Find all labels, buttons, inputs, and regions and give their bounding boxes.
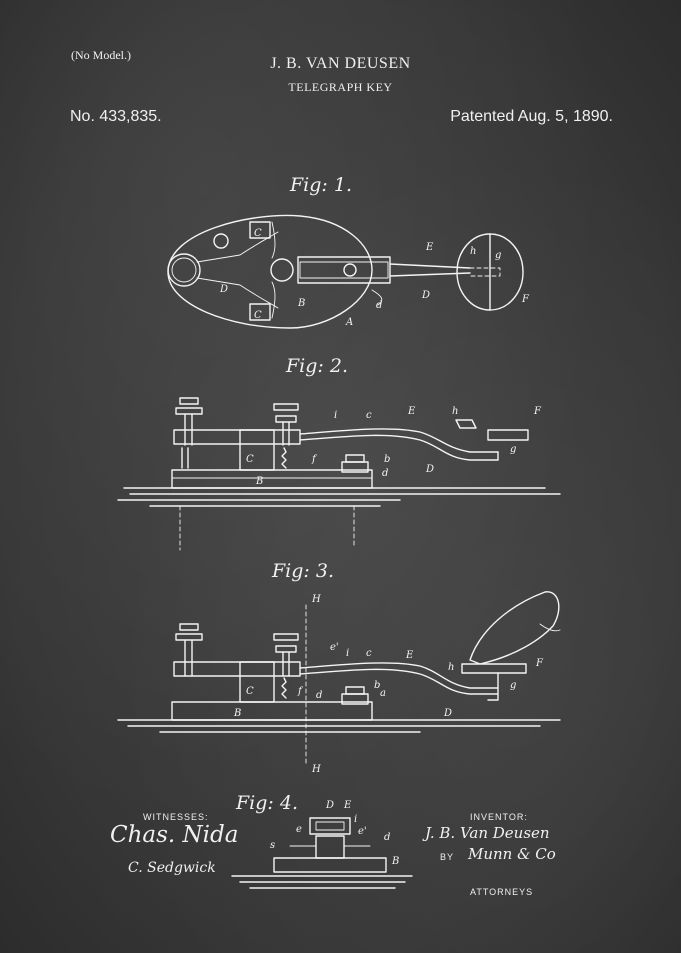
svg-text:h: h: [470, 246, 476, 257]
svg-text:F: F: [533, 406, 542, 417]
svg-text:E: E: [343, 800, 352, 811]
svg-text:h: h: [448, 662, 454, 673]
svg-text:b: b: [384, 454, 390, 465]
svg-text:c: c: [366, 648, 372, 659]
svg-text:F: F: [521, 294, 530, 305]
svg-text:i: i: [334, 410, 337, 421]
attorneys-label: ATTORNEYS: [470, 887, 534, 897]
invention-title: TELEGRAPH KEY: [288, 80, 393, 94]
svg-text:d: d: [316, 690, 322, 701]
svg-text:e': e': [330, 642, 339, 653]
svg-text:E: E: [405, 650, 414, 661]
witness-signature-2: C. Sedgwick: [128, 860, 216, 876]
svg-text:D: D: [425, 464, 434, 475]
witnesses-label: WITNESSES:: [143, 812, 209, 822]
svg-text:H: H: [311, 764, 321, 775]
svg-text:i: i: [354, 814, 357, 825]
fig3-side-view: H H CB e' i c Eh Fg Df d ba: [117, 591, 561, 775]
svg-text:E: E: [425, 242, 434, 253]
svg-text:a: a: [380, 688, 386, 699]
witness-signature-1: Chas. Nida: [110, 822, 239, 848]
fig1-label: Fig: 1.: [290, 174, 352, 196]
fig3-label: Fig: 3.: [272, 560, 334, 582]
svg-text:C: C: [254, 310, 262, 321]
svg-text:C: C: [246, 686, 254, 697]
by-label: BY: [440, 852, 455, 862]
svg-text:h: h: [452, 406, 458, 417]
svg-text:A: A: [345, 317, 353, 328]
inventor-name-heading: J. B. VAN DEUSEN: [270, 55, 411, 72]
svg-text:D: D: [421, 290, 430, 301]
no-model-note: (No Model.): [71, 48, 131, 62]
svg-text:D: D: [325, 800, 334, 811]
svg-text:c: c: [366, 410, 372, 421]
svg-text:d: d: [382, 468, 388, 479]
svg-text:H: H: [311, 594, 321, 605]
inventor-label: INVENTOR:: [470, 812, 528, 822]
attorneys-signature: Munn & Co: [468, 845, 556, 863]
svg-text:f: f: [311, 454, 318, 465]
patent-number: No. 433,835.: [70, 108, 162, 125]
svg-text:e: e: [296, 824, 302, 835]
fig2-label: Fig: 2.: [286, 355, 348, 377]
svg-text:F: F: [535, 658, 544, 669]
svg-text:B: B: [391, 856, 399, 867]
svg-text:g: g: [495, 250, 501, 261]
svg-text:C: C: [254, 228, 262, 239]
patent-date: Patented Aug. 5, 1890.: [450, 108, 613, 125]
svg-text:d: d: [376, 300, 382, 311]
inventor-signature: J. B. Van Deusen: [425, 824, 550, 842]
fig1-top-view: C C D B Ad E D h g F: [167, 214, 530, 329]
svg-text:B: B: [297, 298, 305, 309]
svg-text:D: D: [219, 284, 228, 295]
svg-text:i: i: [346, 648, 349, 659]
svg-text:B: B: [233, 708, 241, 719]
svg-text:s: s: [270, 840, 275, 851]
svg-text:b: b: [374, 680, 380, 691]
fig4-label: Fig: 4.: [236, 792, 298, 814]
svg-text:f: f: [297, 686, 304, 697]
svg-text:D: D: [443, 708, 452, 719]
svg-text:d: d: [384, 832, 390, 843]
svg-text:B: B: [255, 476, 263, 487]
svg-text:C: C: [246, 454, 254, 465]
svg-text:e': e': [358, 826, 367, 837]
svg-text:E: E: [407, 406, 416, 417]
svg-text:g: g: [510, 680, 516, 691]
svg-text:g: g: [510, 444, 516, 455]
